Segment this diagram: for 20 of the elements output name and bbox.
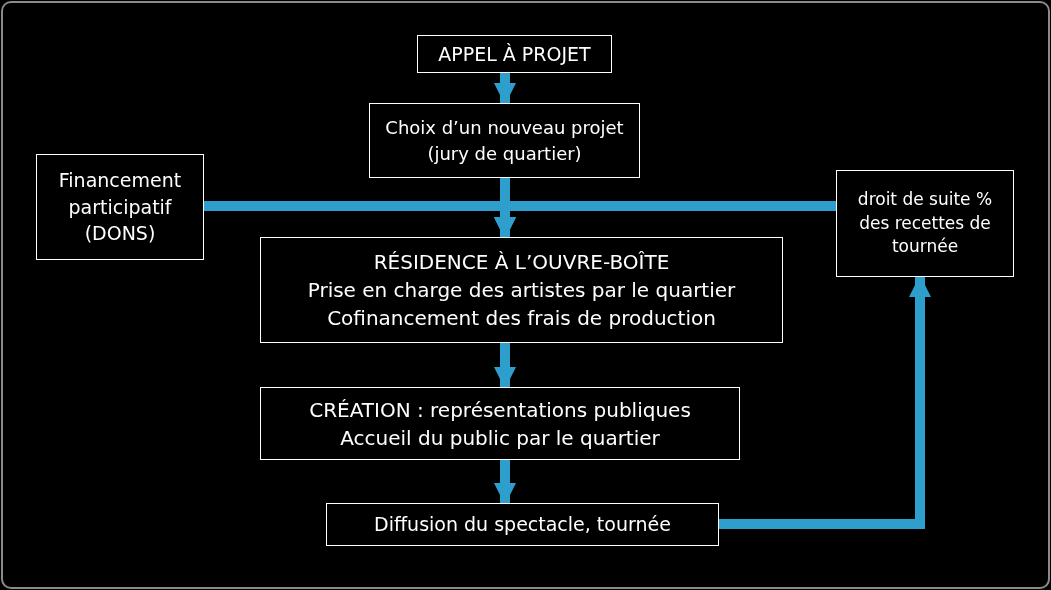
process-box xyxy=(417,35,612,73)
process-box xyxy=(36,154,204,260)
arrow xyxy=(494,343,516,389)
box-text: Diffusion du spectacle, tournée xyxy=(374,512,671,538)
box-text: CRÉATION : représentations publiques xyxy=(309,396,691,424)
box-text: APPEL À PROJET xyxy=(438,41,591,67)
process-box xyxy=(260,387,740,460)
process-box xyxy=(836,170,1014,277)
arrow xyxy=(719,275,931,529)
box-text: droit de suite % des recettes de tournée xyxy=(856,187,994,259)
box-text: Financement participatif (DONS) xyxy=(57,168,183,247)
process-box xyxy=(369,103,640,178)
process-box xyxy=(326,503,719,546)
box-text: RÉSIDENCE À L’OUVRE-BOÎTE xyxy=(373,249,670,276)
box-text: Choix d’un nouveau projet (jury de quartier) xyxy=(384,116,625,166)
box-text: Cofinancement des frais de production xyxy=(327,305,716,332)
arrow xyxy=(494,73,516,105)
box-text: Prise en charge des artistes par le quartier xyxy=(307,277,736,304)
process-box xyxy=(260,237,783,343)
box-text: Accueil du public par le quartier xyxy=(340,424,660,452)
